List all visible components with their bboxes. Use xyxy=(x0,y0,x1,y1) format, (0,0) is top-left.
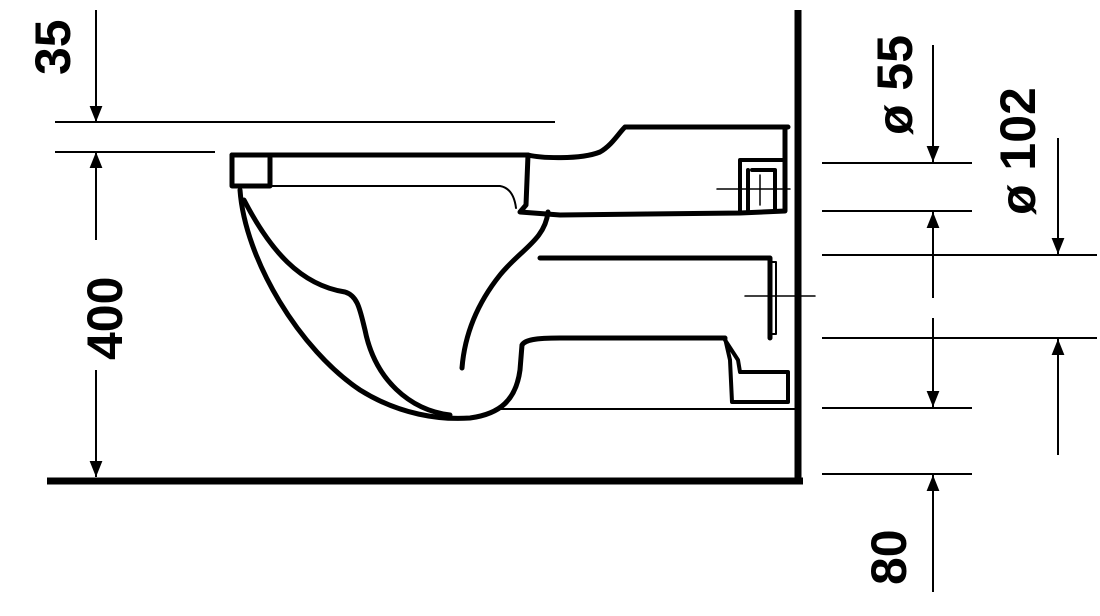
bowl-outer xyxy=(237,187,728,421)
dim-label-35: 35 xyxy=(25,19,81,75)
outlet-inner xyxy=(769,261,777,335)
lower-centre-mark xyxy=(744,281,816,313)
seat-top-edge xyxy=(229,124,791,161)
lower-mount xyxy=(723,336,790,404)
dim-label-dia-102: ø 102 xyxy=(990,87,1046,215)
trapway-back xyxy=(537,255,773,341)
upper-connector xyxy=(738,158,787,214)
trapway xyxy=(459,209,551,371)
bowl-inner xyxy=(241,197,453,418)
dim-label-dia-55: ø 55 xyxy=(867,35,923,135)
rim-inner-line xyxy=(269,185,517,209)
rim-underside xyxy=(517,124,788,218)
dim-label-80: 80 xyxy=(861,529,917,585)
upper-centre-mark xyxy=(716,174,791,206)
right-dimensions xyxy=(822,45,1097,592)
rim-front xyxy=(229,152,273,189)
toilet-body xyxy=(229,124,816,421)
dim-label-400: 400 xyxy=(77,277,133,360)
left-dimensions xyxy=(55,10,555,477)
